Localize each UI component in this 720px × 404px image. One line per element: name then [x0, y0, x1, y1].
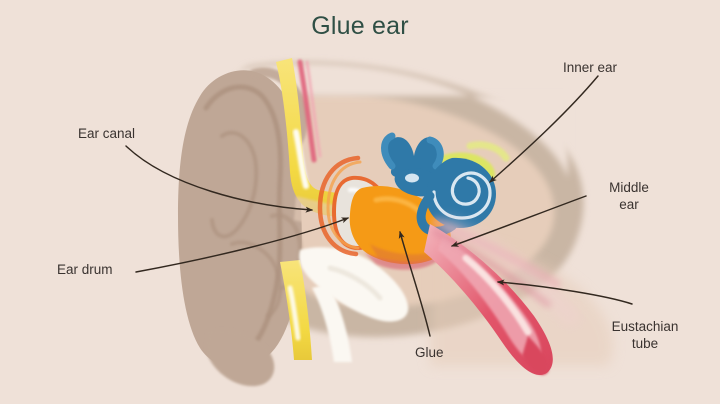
label-inner-ear: Inner ear [563, 60, 618, 75]
eustachian-tube-tip [522, 336, 549, 375]
vestibule-highlight [405, 173, 419, 183]
ear-canal-highlight-lower [287, 285, 301, 341]
inner-ear-group [381, 132, 496, 236]
cochlea-spiral [432, 171, 492, 220]
leader-line-ear-drum [135, 217, 350, 273]
semicircular-canal-loop-left [381, 132, 396, 170]
mandible-ramus [312, 284, 352, 362]
label-middle-ear: Middle ear [609, 180, 649, 213]
glue-fluid-shadow [370, 244, 442, 263]
auditory-nerve-branch [466, 141, 510, 162]
label-eustachian-tube: Eustachian tube [611, 319, 679, 352]
ear-drum-outer-arc [317, 155, 361, 257]
pinna-concha [230, 240, 283, 318]
semicircular-canal-loop-right [426, 136, 444, 170]
leader-lines-group [125, 75, 633, 337]
label-ear-drum: Ear drum [57, 262, 113, 277]
eustachian-tube-inner [438, 236, 541, 362]
eustachian-tube-group [424, 217, 579, 376]
ear-drum-outer-arc-light [326, 160, 362, 250]
ear-canal-highlight-upper [293, 129, 309, 189]
skull-top-contour [236, 63, 568, 178]
blood-vessel-secondary [305, 60, 322, 158]
ear-lobe [206, 329, 275, 387]
blood-vessel [297, 59, 317, 163]
mandible-shadow [327, 265, 383, 301]
eustachian-tube-muscle-mid [432, 228, 552, 308]
ear-canal-wax-upper [276, 58, 356, 218]
mandible-bone [299, 247, 409, 322]
eustachian-tube-lumen-highlight [462, 254, 532, 336]
pinna-antihelix [210, 130, 259, 239]
glue-fluid-highlight [373, 196, 423, 215]
leader-line-inner-ear [489, 75, 599, 183]
glue-fluid-deep [364, 252, 444, 270]
leader-line-eustachian-tube [496, 279, 633, 305]
leader-line-middle-ear [450, 195, 587, 247]
leader-line-glue [398, 230, 431, 337]
mandible-group [299, 247, 409, 362]
label-ear-canal: Ear canal [78, 126, 136, 141]
page-title: Glue ear [311, 12, 409, 40]
label-glue: Glue [415, 345, 444, 360]
pinna-group [178, 67, 308, 387]
tube-soft-tissue [441, 217, 579, 325]
leader-line-ear-canal [125, 145, 314, 213]
pinna-helix-shadow [203, 84, 283, 351]
pinna-outer-ear [178, 70, 302, 369]
